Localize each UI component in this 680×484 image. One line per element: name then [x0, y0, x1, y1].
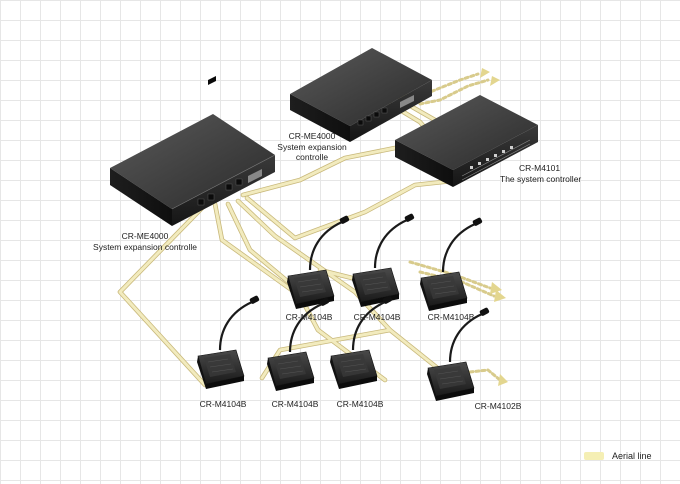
expansion-top-desc-line2: controlle: [295, 152, 329, 162]
expansion-controller-top: [290, 48, 432, 142]
mic-unit: [328, 293, 394, 391]
controller-model: CR-M4101: [519, 163, 561, 173]
mic-label: CR-M4102B: [474, 401, 522, 411]
expansion-top-model: CR-ME4000: [288, 131, 336, 141]
mic-unit: [195, 293, 261, 391]
controller-desc: The system controller: [500, 173, 582, 184]
expansion-top-label: CR-ME4000 System expansion controlle: [277, 131, 346, 163]
mic-unit: [418, 215, 484, 313]
expansion-left-desc: System expansion controlle: [93, 241, 197, 252]
mic-label: CR-M4104B: [271, 399, 319, 409]
mic-label: CR-M4104B: [285, 312, 333, 322]
expansion-top-desc-line1: System expansion: [277, 141, 347, 152]
expansion-controller-left: [110, 75, 276, 226]
mic-unit: [350, 211, 416, 309]
mic-label: CR-M4104B: [199, 399, 247, 409]
system-controller: [395, 95, 538, 187]
legend-swatch: [584, 452, 604, 460]
expansion-left-model: CR-ME4000: [121, 231, 169, 241]
mic-label: CR-M4104B: [353, 312, 401, 322]
expansion-left-label: CR-ME4000 System expansion controlle: [93, 231, 197, 252]
legend-label: Aerial line: [612, 451, 652, 461]
mic-label: CR-M4104B: [336, 399, 384, 409]
mic-label: CR-M4104B: [427, 312, 475, 322]
controller-label: CR-M4101 The system controller: [500, 163, 581, 184]
